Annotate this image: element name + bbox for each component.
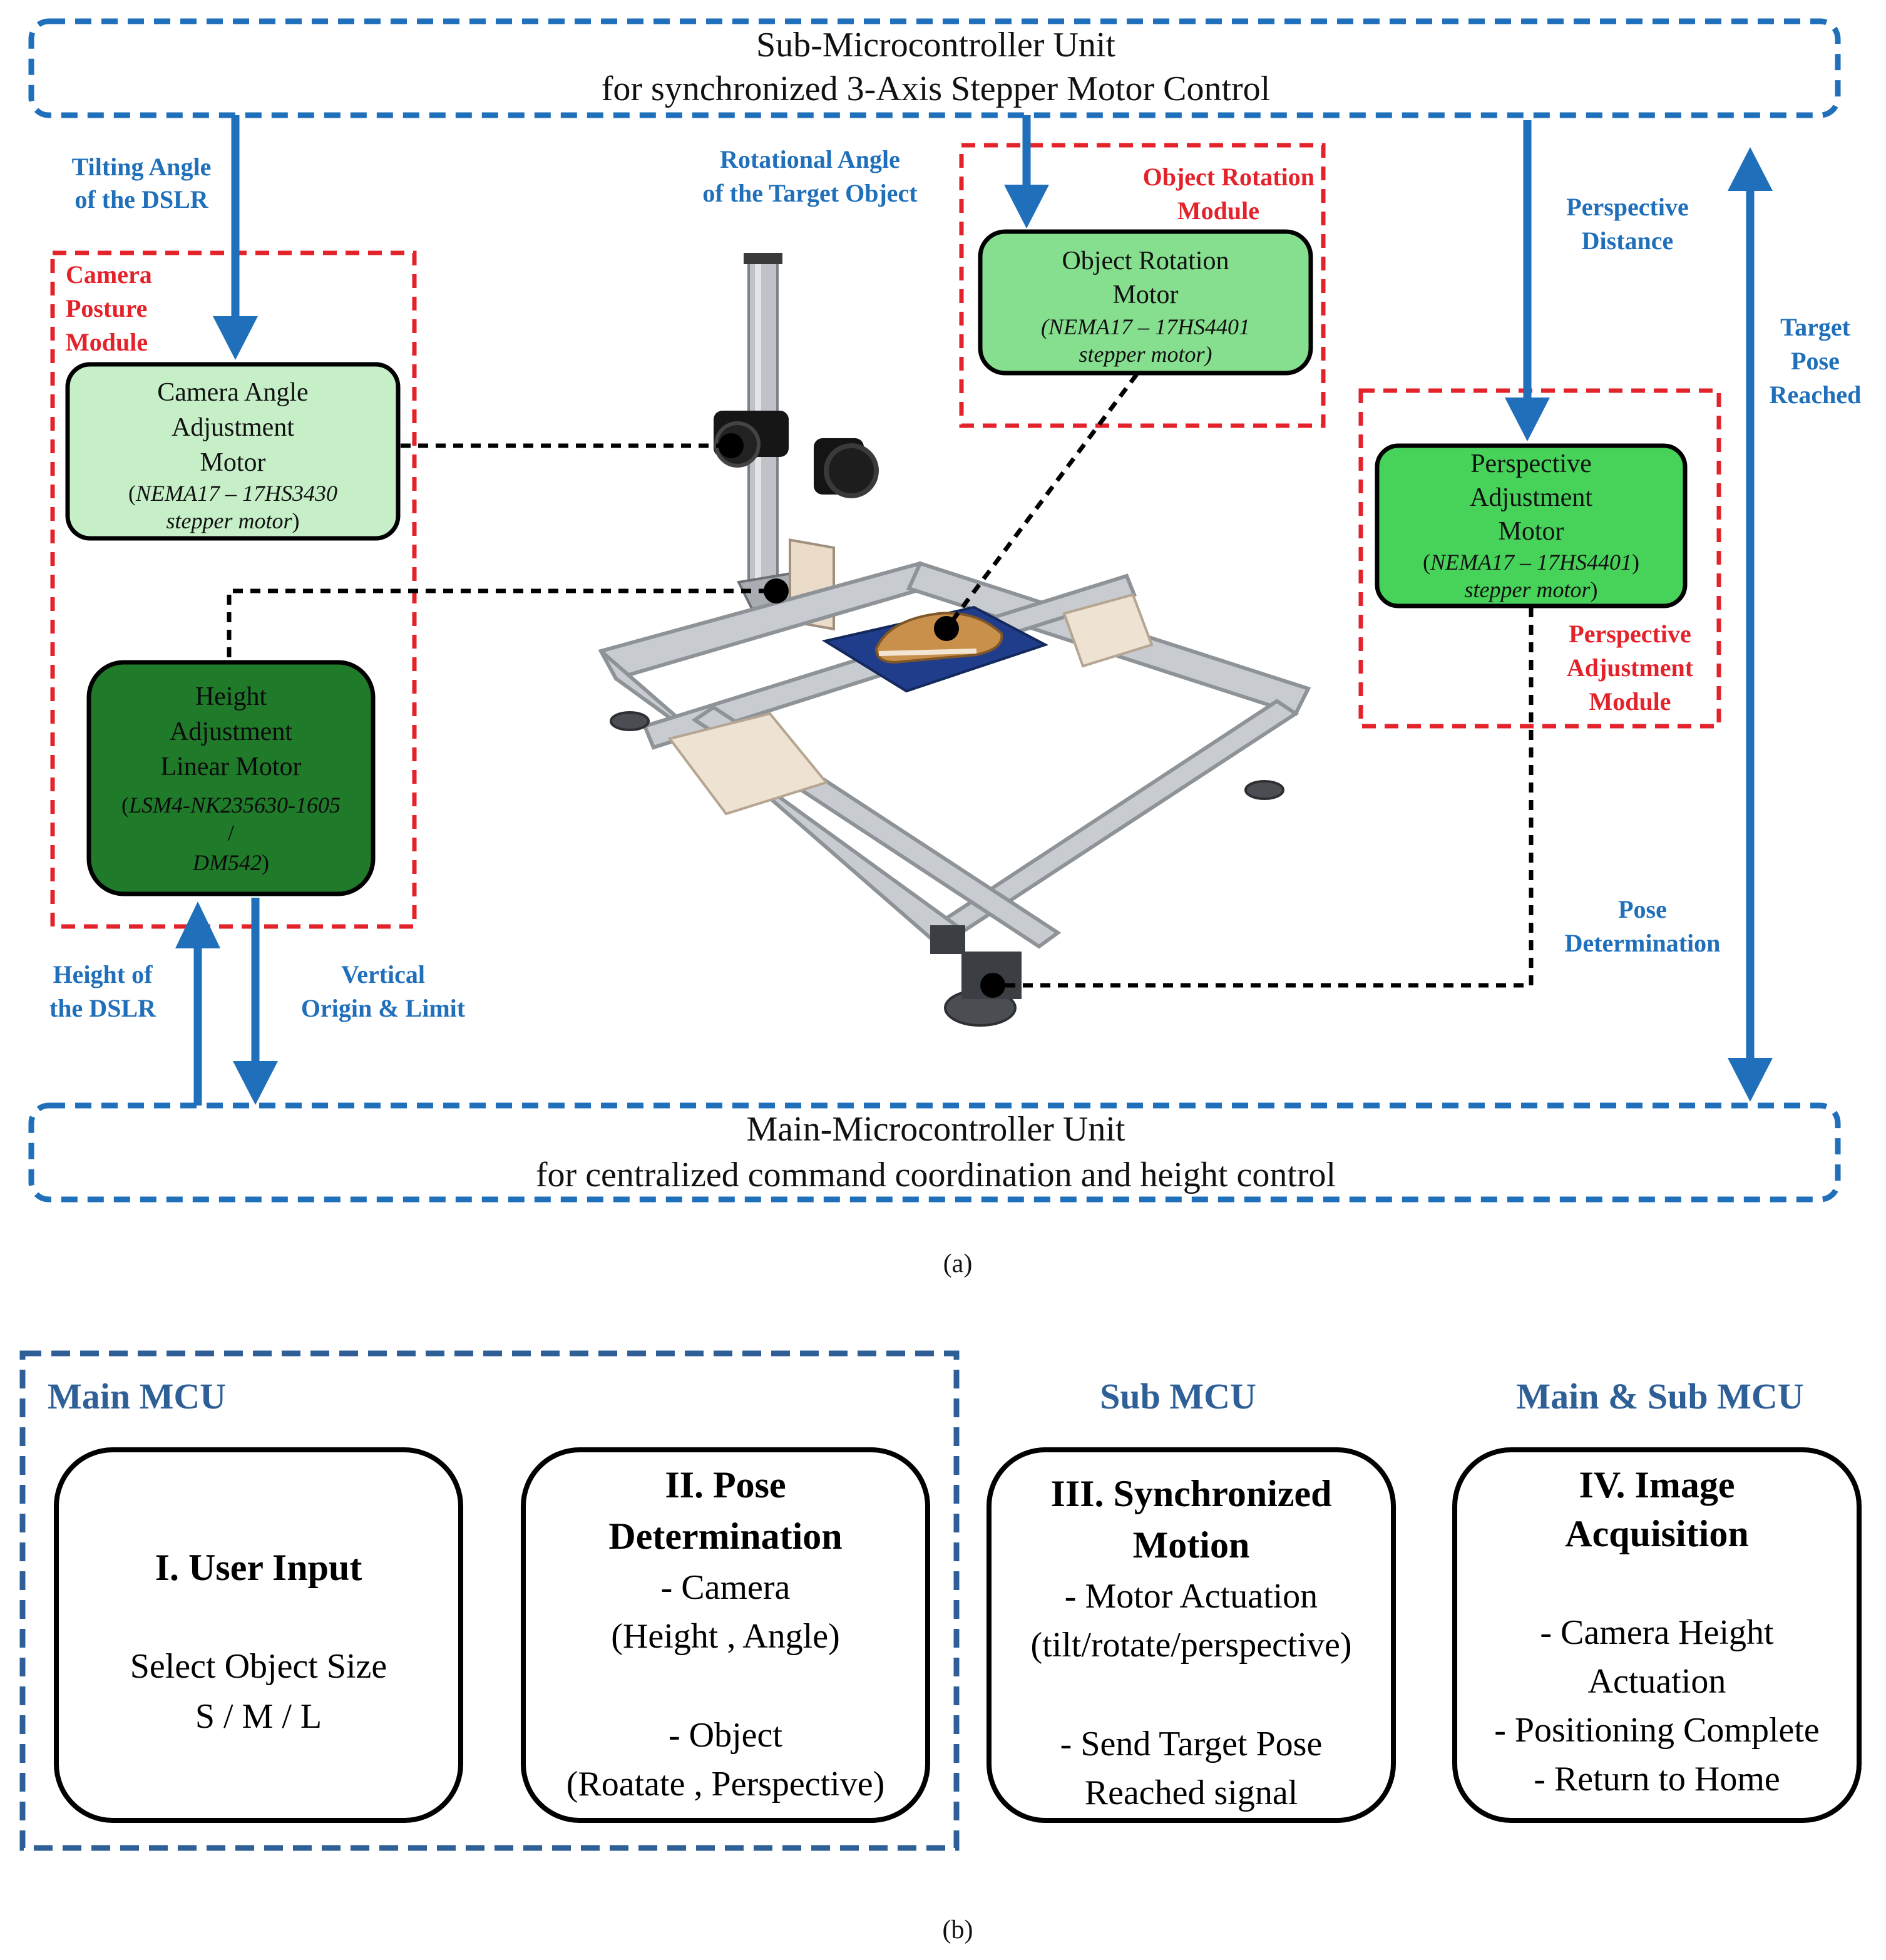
svg-text:- Motor Actuation: - Motor Actuation: [1065, 1577, 1318, 1616]
svg-text:Module: Module: [1589, 687, 1671, 716]
motor-connectors: [227, 372, 1534, 988]
main-mcu-box: Main-Microcontroller Unit for centralize…: [28, 1102, 1841, 1203]
perspective-motor-spec: (NEMA17 – 17HS4401): [1423, 550, 1639, 575]
step-image-acquisition: IV. Image Acquisition - Camera Height Ac…: [1452, 1447, 1862, 1823]
vertical-origin-label: Vertical: [341, 960, 425, 988]
perspective-module-label: Perspective Adjustment Module: [1567, 620, 1694, 716]
svg-text:of the DSLR: of the DSLR: [74, 185, 208, 213]
svg-text:Object Rotation: Object Rotation: [1062, 247, 1229, 275]
step-pose-determination: II. Pose Determination - Camera (Height …: [521, 1447, 930, 1823]
svg-text:- Return to Home: - Return to Home: [1534, 1760, 1780, 1798]
svg-text:stepper motor): stepper motor): [1079, 342, 1212, 367]
sub-mcu-title: Sub-Microcontroller Unit: [756, 26, 1115, 64]
svg-text:stepper motor): stepper motor): [1465, 577, 1598, 602]
signal-labels: Tilting Angle of the DSLR Rotational Ang…: [49, 145, 1861, 1022]
main-mcu-subtitle: for centralized command coordination and…: [536, 1156, 1336, 1194]
object-rotation-module-label: Object Rotation Module: [1143, 163, 1315, 225]
svg-text:Adjustment: Adjustment: [1567, 654, 1694, 682]
svg-text:Motor: Motor: [200, 448, 266, 477]
svg-text:Module: Module: [66, 328, 148, 356]
caption-b: (b): [943, 1916, 973, 1944]
svg-text:Height: Height: [195, 682, 267, 711]
step-user-input: I. User Input Select Object Size S / M /…: [54, 1447, 463, 1823]
svg-text:Perspective: Perspective: [1569, 620, 1691, 648]
sub-mcu-subtitle: for synchronized 3-Axis Stepper Motor Co…: [602, 69, 1270, 108]
perspective-distance-label: Perspective: [1566, 193, 1688, 221]
camera-angle-motor-spec: (NEMA17 – 17HS3430: [128, 481, 337, 506]
svg-text:S / M / L: S / M / L: [195, 1697, 322, 1736]
apparatus-illustration: [598, 253, 1311, 1027]
svg-text:(NEMA17 – 17HS4401: (NEMA17 – 17HS4401: [1041, 314, 1250, 339]
svg-text:DM542): DM542): [192, 850, 269, 875]
step-synchronized-motion: III. Synchronized Motion - Motor Actuati…: [987, 1447, 1396, 1823]
tilting-angle-label: Tilting Angle: [72, 153, 212, 181]
connector-dots: [719, 433, 1005, 998]
group-both-label: Main & Sub MCU: [1516, 1376, 1803, 1417]
svg-text:Determination: Determination: [608, 1516, 842, 1557]
svg-text:Adjustment: Adjustment: [1470, 483, 1592, 512]
svg-text:Adjustment: Adjustment: [172, 413, 294, 442]
svg-text:Posture: Posture: [66, 294, 147, 322]
svg-text:I. User Input: I. User Input: [155, 1547, 362, 1588]
svg-text:(tilt/rotate/perspective): (tilt/rotate/perspective): [1030, 1626, 1351, 1665]
sub-mcu-box: Sub-Microcontroller Unit for synchronize…: [28, 18, 1841, 118]
svg-text:IV. Image: IV. Image: [1579, 1464, 1735, 1506]
svg-text:Motion: Motion: [1133, 1524, 1250, 1566]
svg-text:Actuation: Actuation: [1588, 1662, 1726, 1701]
svg-text:(Height , Angle): (Height , Angle): [611, 1617, 839, 1656]
svg-text:Determination: Determination: [1565, 929, 1721, 957]
svg-text:Camera Angle: Camera Angle: [157, 378, 308, 407]
group-labels: Main MCU Sub MCU Main & Sub MCU: [48, 1376, 1804, 1417]
svg-text:Origin & Limit: Origin & Limit: [301, 994, 466, 1022]
main-mcu-group-box: [19, 1350, 960, 1851]
svg-text:- Camera: - Camera: [661, 1568, 791, 1607]
caption-a: (a): [943, 1249, 973, 1278]
svg-text:Perspective: Perspective: [1470, 449, 1592, 478]
svg-text:- Object: - Object: [669, 1716, 782, 1755]
svg-text:Select Object Size: Select Object Size: [130, 1647, 387, 1686]
svg-text:- Send Target Pose: - Send Target Pose: [1060, 1725, 1323, 1763]
svg-text:stepper motor): stepper motor): [167, 508, 300, 533]
camera-posture-module-label: Camera Posture Module: [66, 260, 152, 356]
pose-determination-label: Pose: [1618, 895, 1667, 923]
height-motor-box: Height Adjustment Linear Motor (LSM4-NK2…: [86, 660, 376, 896]
svg-text:Acquisition: Acquisition: [1565, 1513, 1748, 1554]
camera-angle-motor-box: Camera Angle Adjustment Motor (NEMA17 – …: [65, 362, 401, 541]
svg-text:Module: Module: [1177, 197, 1259, 225]
svg-text:Motor: Motor: [1113, 280, 1179, 309]
svg-text:of the Target Object: of the Target Object: [702, 179, 918, 207]
rotational-angle-label: Rotational Angle: [720, 145, 900, 173]
svg-text:- Camera Height: - Camera Height: [1540, 1613, 1774, 1652]
svg-text:(Roatate , Perspective): (Roatate , Perspective): [566, 1765, 884, 1804]
svg-text:Pose: Pose: [1791, 347, 1840, 375]
group-main-label: Main MCU: [48, 1376, 226, 1417]
svg-text:Camera: Camera: [66, 260, 152, 289]
height-dslr-label: Height of: [53, 960, 153, 988]
svg-text:Distance: Distance: [1582, 227, 1674, 255]
svg-text:Object Rotation: Object Rotation: [1143, 163, 1315, 191]
svg-text:/: /: [228, 820, 234, 845]
svg-text:Reached: Reached: [1770, 381, 1862, 409]
svg-text:Reached signal: Reached signal: [1085, 1773, 1298, 1812]
target-pose-label: Target: [1780, 313, 1851, 341]
svg-text:- Positioning Complete: - Positioning Complete: [1494, 1711, 1820, 1750]
svg-text:Linear Motor: Linear Motor: [160, 752, 301, 781]
svg-text:Motor: Motor: [1499, 517, 1564, 546]
svg-text:the DSLR: the DSLR: [49, 994, 156, 1022]
svg-text:Adjustment: Adjustment: [170, 717, 292, 746]
height-motor-spec: (LSM4-NK235630-1605: [121, 793, 341, 818]
perspective-motor-box: Perspective Adjustment Motor (NEMA17 – 1…: [1375, 443, 1688, 608]
signal-arrows: [175, 115, 1773, 1106]
object-rotation-module-box: [959, 143, 1326, 428]
perspective-module-box: [1358, 388, 1721, 729]
object-rotation-motor-box: Object Rotation Motor (NEMA17 – 17HS4401…: [978, 229, 1313, 376]
svg-text:III. Synchronized: III. Synchronized: [1050, 1473, 1331, 1514]
group-sub-label: Sub MCU: [1100, 1376, 1256, 1417]
main-mcu-title: Main-Microcontroller Unit: [747, 1110, 1125, 1149]
svg-text:II. Pose: II. Pose: [665, 1464, 786, 1506]
